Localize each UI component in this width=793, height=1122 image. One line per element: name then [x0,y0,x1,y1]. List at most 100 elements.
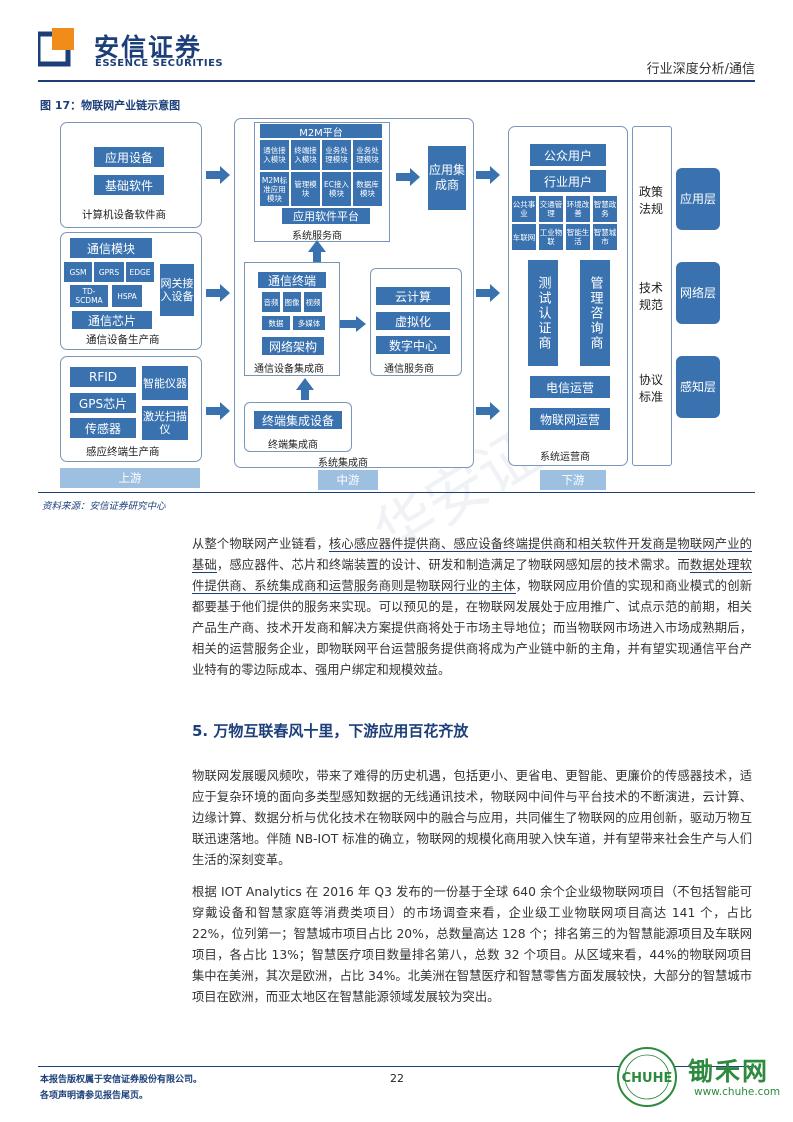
logo-chinese: 安信证券 [94,33,203,62]
stage-upstream: 上游 [60,468,200,488]
paragraph-industry-chain: 从整个物联网产业链看，核心感应器件提供商、感应设备终端提供商和相关软件开发商是物… [192,534,752,681]
virtualization: 虚拟化 [376,312,450,330]
sensor: 传感器 [70,418,136,438]
system-integrator-caption: 系统集成商 [318,458,368,469]
industry-cell: 车联网 [512,224,536,250]
arrow-right-icon [206,284,230,302]
basic-software: 基础软件 [94,175,164,195]
app-integrator: 应用集成商 [428,146,466,210]
comm-module: 通信模块 [70,238,152,258]
test-certification: 测试认证商 [528,260,558,366]
watermark-site-url: www.chuhe.com [694,1086,781,1098]
paragraph-development: 物联网发展暖风频吹，带来了难得的历史机遇，包括更小、更省电、更智能、更廉价的传感… [192,769,752,867]
terminal-integration-device: 终端集成设备 [254,411,342,429]
source-divider [38,492,755,493]
protocol-edge: EDGE [126,262,154,282]
application-layer: 应用层 [676,168,720,230]
figure-source: 资料来源：安信证券研究中心 [42,501,166,512]
protocol-standard: 协议标准 [638,373,663,404]
cloud-computing: 云计算 [376,287,450,305]
management-consulting: 管理咨询商 [580,260,610,366]
arrow-up-icon [308,240,326,262]
industry-cell: 智慧城市 [593,224,617,250]
section-title: 5. 万物互联春风十里，下游应用百花齐放 [192,722,469,740]
system-service-caption: 系统服务商 [292,231,342,242]
stage-midstream: 中游 [318,470,378,490]
smart-instrument: 智能仪器 [142,366,188,400]
watermark-site-name: 锄禾网 [688,1057,770,1086]
arrow-up-icon [296,378,314,400]
arrow-right-icon [476,402,500,420]
figure-title: 图 17：物联网产业链示意图 [40,99,181,112]
technical-spec: 技术规范 [638,281,663,312]
public-users: 公众用户 [530,144,606,166]
arrow-right-icon [396,168,420,186]
arrow-right-icon [476,166,500,184]
comm-equipment-integrator-caption: 通信设备集成商 [254,364,324,375]
essence-logo-icon [38,28,74,67]
rfid: RFID [70,367,136,387]
app-software-platform: 应用软件平台 [282,208,370,224]
industry-cell: 智慧政务 [593,196,617,222]
chuhe-badge-icon: CHUHE [617,1047,677,1107]
p1-text: ，物联网应用价值的实现和商业模式的创新都要基于他们提供的服务来实现。可以预见的是… [192,579,752,677]
data-center: 数字中心 [376,336,450,354]
arrow-right-icon [340,316,366,332]
m2m-cell: 终端接入模块 [291,140,320,170]
iot-operation: 物联网运营 [530,408,610,430]
comm-chip: 通信芯片 [72,311,152,329]
terminal-cell: 数据 [262,316,290,330]
perception-layer: 感知层 [676,356,720,418]
m2m-cell: EC接入模块 [322,172,351,206]
header-divider [38,80,755,82]
report-category: 行业深度分析/通信 [646,62,755,77]
network-architecture: 网络架构 [262,337,324,355]
m2m-cell: 业务处理模块 [322,140,351,170]
protocol-tdscdma: TD-SCDMA [70,285,108,307]
protocol-gprs: GPRS [94,262,124,282]
laser-scanner: 激光扫描仪 [142,406,188,440]
protocol-gsm: GSM [64,262,92,282]
disclaimer-note: 各项声明请参见报告尾页。 [40,1091,149,1101]
p1-underlined: 核心感应器件提供商、感应设备终端提供商和相关软件开发商是物联网产业的基础 [192,537,752,573]
gps-chip: GPS芯片 [70,393,136,413]
copyright-note: 本报告版权属于安信证券股份有限公司。 [40,1075,203,1085]
industry-cell: 工业物联 [539,224,563,250]
m2m-cell: 数据库模块 [353,172,382,206]
app-device: 应用设备 [94,147,164,167]
terminal-cell: 音频 [262,292,280,312]
p1-text: ，感应器件、芯片和终端装置的设计、研发和制造满足了物联网感知层的技术需求。而 [216,558,690,572]
arrow-right-icon [476,284,500,302]
m2m-cell: 管理模块 [291,172,320,206]
paragraph-market-survey: 根据 IOT Analytics 在 2016 年 Q3 发布的一份基于全球 6… [192,885,753,1004]
comm-service-caption: 通信服务商 [384,364,434,375]
protocol-hspa: HSPA [112,285,142,307]
network-layer: 网络层 [676,262,720,324]
page-number: 22 [390,1072,404,1085]
software-caption: 计算机设备软件商 [82,209,166,221]
m2m-cell: 业务处理模块 [353,140,382,170]
footer-divider [38,1066,755,1067]
logo-english: ESSENCE SECURITIES [95,58,224,69]
terminal-cell: 多媒体 [293,316,325,330]
industry-cell: 交通管理 [539,196,563,222]
comm-terminal: 通信终端 [258,272,326,288]
system-operator-caption: 系统运营商 [540,452,590,463]
industry-cell: 公共事业 [512,196,536,222]
terminal-integrator-caption: 终端集成商 [268,440,318,451]
terminal-cell: 视频 [304,292,322,312]
terminal-cell: 图像 [283,292,301,312]
m2m-cell: M2M标准应用模块 [260,172,289,206]
comm-equipment-caption: 通信设备生产商 [86,334,160,346]
sensing-caption: 感应终端生产商 [86,446,160,458]
p1-underlined: 数据处理软件提供商、系统集成商和运营服务商则是物联网行业的主体 [192,558,752,594]
industry-cell: 智能生活 [566,224,590,250]
policy-regulation: 政策法规 [638,185,663,216]
industry-users: 行业用户 [530,170,606,192]
standards-column [632,126,672,466]
m2m-cell: 通信接入模块 [260,140,289,170]
p1-text: 从整个物联网产业链看， [192,537,329,551]
stage-downstream: 下游 [540,470,606,490]
arrow-right-icon [206,402,230,420]
m2m-platform: M2M平台 [260,124,382,139]
